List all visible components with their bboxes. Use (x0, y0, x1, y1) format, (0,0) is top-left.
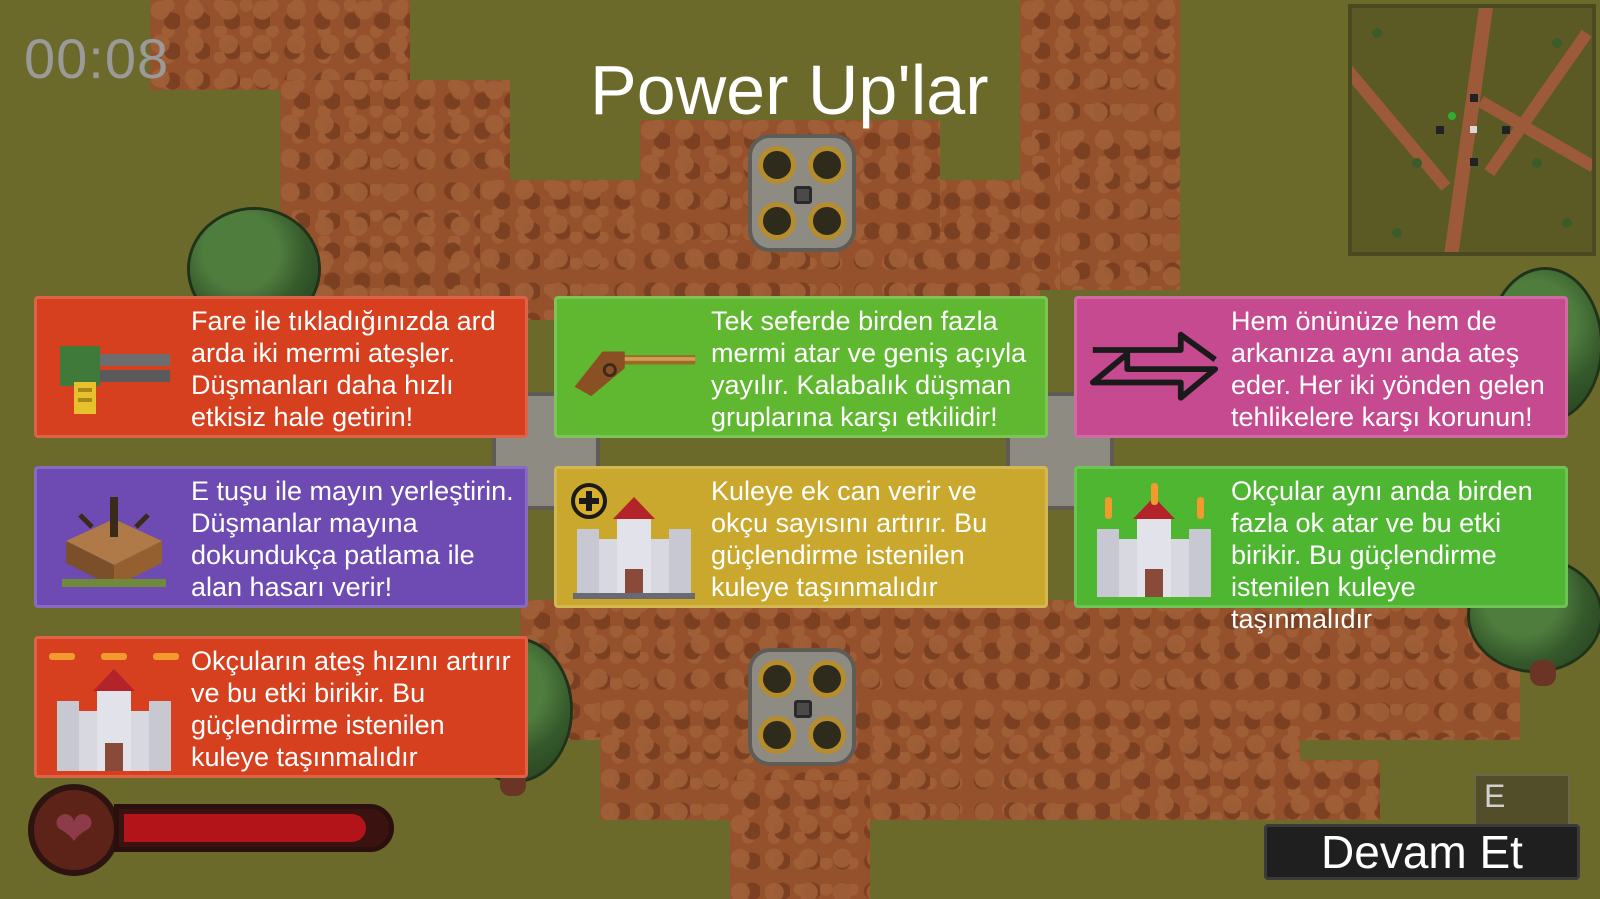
game-timer: 00:08 (24, 27, 170, 90)
landmine-icon (49, 483, 179, 599)
double-arrow-icon (1089, 313, 1219, 429)
powerup-description: Okçular aynı anda birden fazla ok atar v… (1231, 476, 1533, 634)
page-title: Power Up'lar (590, 51, 989, 129)
ability-key-label: E (1484, 778, 1506, 814)
heart-icon: ❤ (53, 803, 95, 856)
powerup-card-landmine: E tuşu ile mayın yerleştirin. Düşmanlar … (34, 466, 528, 608)
powerup-description: E tuşu ile mayın yerleştirin. Düşmanlar … (191, 476, 514, 602)
dirt-path (1060, 130, 1180, 290)
tower-base (748, 648, 856, 766)
castle-multi-arrow-icon (1089, 483, 1219, 599)
tower-base (748, 134, 856, 252)
powerup-card-tower-health: Kuleye ek can verir ve okçu sayısını art… (554, 466, 1048, 608)
powerup-description: Fare ile tıkladığınızda ard arda iki mer… (191, 306, 496, 432)
tree-trunk (1530, 660, 1556, 686)
health-heart-frame: ❤ (28, 784, 120, 876)
powerup-card-double-shot: Fare ile tıkladığınızda ard arda iki mer… (34, 296, 528, 438)
powerup-card-bidirectional-shot: Hem önünüze hem de arkanıza aynı anda at… (1074, 296, 1568, 438)
castle-fire-rate-icon (49, 653, 179, 771)
health-bar-fill (124, 814, 366, 842)
double-barrel-gun-icon (49, 313, 179, 429)
shotgun-icon (569, 313, 699, 429)
minimap (1348, 4, 1596, 256)
powerup-card-fire-rate: Okçuların ateş hızını artırır ve bu etki… (34, 636, 528, 778)
health-bar (114, 804, 394, 852)
powerup-description: Hem önünüze hem de arkanıza aynı anda at… (1231, 306, 1545, 432)
powerup-card-spread-shot: Tek seferde birden fazla mermi atar ve g… (554, 296, 1048, 438)
castle-health-icon (569, 483, 699, 599)
powerup-description: Tek seferde birden fazla mermi atar ve g… (711, 306, 1027, 432)
dirt-path (150, 0, 410, 90)
dirt-path (730, 780, 870, 899)
powerup-description: Okçuların ateş hızını artırır ve bu etki… (191, 646, 511, 772)
dirt-path (1120, 760, 1380, 820)
continue-button[interactable]: Devam Et (1264, 824, 1580, 880)
powerup-description: Kuleye ek can verir ve okçu sayısını art… (711, 476, 988, 602)
powerup-card-multi-arrow: Okçular aynı anda birden fazla ok atar v… (1074, 466, 1568, 634)
dirt-path (280, 80, 510, 300)
